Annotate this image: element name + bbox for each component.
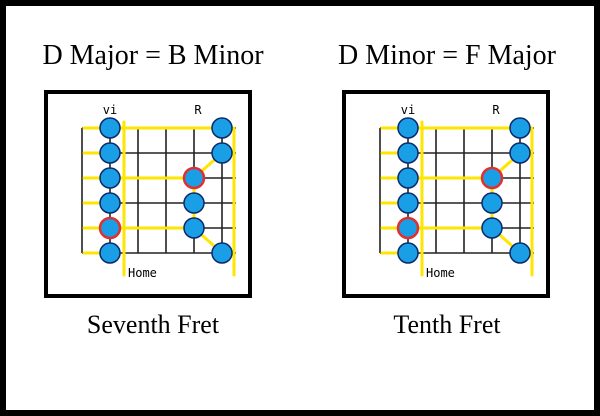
scale-note-dot xyxy=(211,117,233,139)
image-frame: D Major = B Minor vi R Home Seventh Fret D… xyxy=(6,6,594,410)
scale-note-dot xyxy=(397,117,419,139)
scale-note-dot xyxy=(211,142,233,164)
home-label: Home xyxy=(426,266,455,280)
diagram-caption: Seventh Fret xyxy=(86,310,220,339)
root-label: R xyxy=(194,103,202,117)
vi-label: vi xyxy=(401,103,415,117)
root-note-dot xyxy=(182,166,206,190)
root-label: R xyxy=(492,103,500,117)
scale-note-dot xyxy=(397,167,419,189)
scale-note-dot xyxy=(183,192,205,214)
diagram-title: D Major = B Minor xyxy=(42,40,264,71)
diagram-caption: Tenth Fret xyxy=(393,310,501,339)
scale-note-dot xyxy=(397,142,419,164)
fretboard-box: vi R Home xyxy=(342,90,550,298)
root-note-dot xyxy=(480,166,504,190)
scale-note-dot xyxy=(99,142,121,164)
diagram-title: D Minor = F Major xyxy=(337,40,556,71)
scale-note-dot xyxy=(509,242,531,264)
panel-d-minor: D Minor = F Major vi R Home Tenth Fret xyxy=(300,6,594,410)
fretboard-diagram: vi R Home xyxy=(379,103,534,280)
home-label: Home xyxy=(128,266,157,280)
scale-note-dot xyxy=(183,217,205,239)
fretboard-box: vi R Home xyxy=(44,90,252,298)
scale-note-dot xyxy=(509,117,531,139)
scale-note-dot xyxy=(99,167,121,189)
root-note-dot xyxy=(396,216,420,240)
scale-note-dot xyxy=(509,142,531,164)
root-note-dot xyxy=(98,216,122,240)
scale-note-dot xyxy=(211,242,233,264)
scale-note-dot xyxy=(99,192,121,214)
panel-d-major: D Major = B Minor vi R Home Seventh Fret xyxy=(6,6,300,410)
scale-note-dot xyxy=(481,217,503,239)
scale-note-dot xyxy=(99,242,121,264)
vi-label: vi xyxy=(103,103,117,117)
scale-note-dot xyxy=(397,242,419,264)
scale-note-dot xyxy=(99,117,121,139)
scale-note-dot xyxy=(481,192,503,214)
fretboard-diagram: vi R Home xyxy=(81,103,236,280)
scale-note-dot xyxy=(397,192,419,214)
